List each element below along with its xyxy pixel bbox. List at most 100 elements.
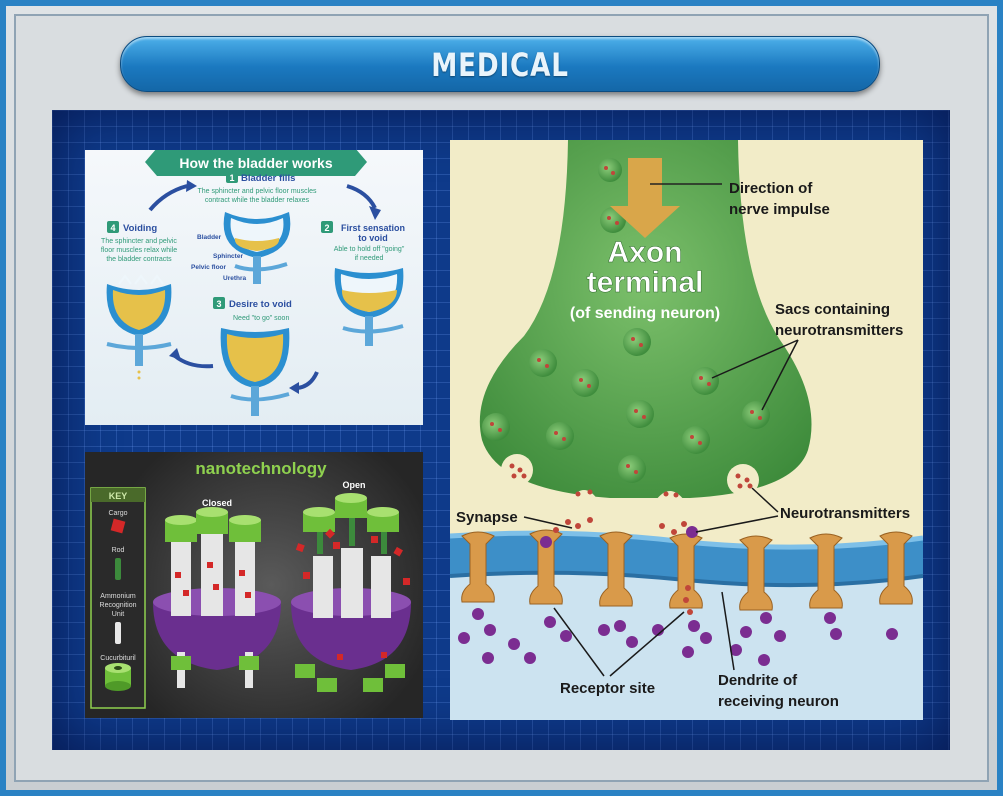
molecule-dot — [544, 616, 556, 628]
arrowhead-icon — [186, 180, 197, 192]
vesicle — [598, 158, 622, 182]
synapse-diagram: Direction of nerve impulse Axon terminal… — [450, 140, 923, 720]
step1-desc: The sphincter and pelvic floor muscles — [197, 188, 317, 195]
molecule-dot — [524, 652, 536, 664]
molecule-dot — [458, 632, 470, 644]
neurotransmitter-dot — [687, 609, 693, 615]
key-cucurbituril-label: Cucurbituril — [100, 655, 136, 662]
axon-title: terminal — [587, 266, 704, 299]
molecule-dot — [472, 608, 484, 620]
key-ammonium-label: Ammonium — [100, 593, 136, 600]
nanotech-title: nanotechnology — [195, 459, 327, 478]
dendrite-label: Dendrite of — [718, 672, 798, 689]
neurotransmitter-molecules — [458, 526, 898, 666]
cucurbituril-icon — [105, 663, 131, 691]
neurotransmitter-dot — [685, 585, 691, 591]
open-nanocontainer — [291, 493, 411, 692]
vesicle — [618, 455, 646, 483]
key-header — [91, 488, 145, 502]
key-rod-label: Rod — [112, 547, 125, 554]
vesicle — [691, 367, 719, 395]
neurotransmitters-label: Neurotransmitters — [780, 505, 910, 522]
bladder-diagram: How the bladder works 1 Bladder fills Th… — [101, 150, 405, 416]
direction-label: Direction of — [729, 180, 813, 197]
title-ribbon — [145, 150, 367, 176]
step-badge — [321, 221, 333, 233]
arrowhead-icon — [369, 206, 381, 220]
molecule-dot — [482, 652, 494, 664]
bladder-illustration-4 — [106, 274, 172, 380]
neurotransmitters-leaders — [695, 487, 779, 533]
step2-title: to void — [358, 233, 388, 243]
molecule-dot — [886, 628, 898, 640]
molecule-dot — [682, 646, 694, 658]
step4-desc: the bladder contracts — [106, 256, 172, 263]
closed-label: Closed — [202, 498, 232, 508]
molecule-dot — [774, 630, 786, 642]
molecule-dot — [730, 644, 742, 656]
step-badge — [213, 297, 225, 309]
molecule-dot — [598, 624, 610, 636]
arrow-3-to-4 — [173, 354, 214, 369]
step3-title: Desire to void — [229, 299, 292, 310]
rod-icon — [115, 558, 121, 580]
arrowhead-icon — [169, 348, 181, 360]
vesicle — [501, 454, 533, 486]
axon-subtitle: (of sending neuron) — [570, 305, 720, 322]
vesicle — [571, 369, 599, 397]
vesicles — [482, 158, 770, 500]
label-urethra: Urethra — [223, 275, 247, 282]
neurotransmitter-dot — [681, 521, 687, 527]
neurotransmitter-dot — [565, 519, 571, 525]
bladder-title: How the bladder works — [179, 155, 332, 171]
direction-label: nerve impulse — [729, 201, 830, 218]
vesicle — [626, 400, 654, 428]
molecule-dot — [758, 654, 770, 666]
vesicle — [546, 422, 574, 450]
bladder-illustration-3 — [220, 328, 290, 416]
molecule-dot — [700, 632, 712, 644]
sacs-label: Sacs containing — [775, 301, 890, 318]
neurotransmitter-dots — [553, 517, 693, 615]
step3-desc: Need "to go" soon — [233, 315, 289, 322]
bladder-illustration-2 — [334, 268, 404, 346]
axon-panel: Direction of nerve impulse Axon terminal… — [450, 140, 923, 720]
dendrite-membrane — [450, 530, 923, 720]
molecule-dot — [540, 536, 552, 548]
bladder-panel: How the bladder works 1 Bladder fills Th… — [85, 150, 423, 425]
step4-title: Voiding — [123, 223, 157, 234]
step-badge — [107, 221, 119, 233]
leader-line — [721, 591, 735, 671]
step-number: 2 — [324, 223, 329, 233]
arrowhead-icon — [289, 382, 299, 394]
key-cargo-label: Cargo — [108, 510, 127, 517]
vesicle — [727, 464, 759, 496]
step1-title: Bladder fills — [241, 173, 295, 184]
molecule-dot — [614, 620, 626, 632]
molecule-dot — [830, 628, 842, 640]
step2-desc: Able to hold off "going" — [334, 246, 405, 253]
step-number: 1 — [229, 173, 234, 183]
molecule-dot — [508, 638, 520, 650]
step-number: 3 — [216, 299, 221, 309]
receptor — [809, 533, 843, 609]
nanotech-diagram: nanotechnology KEY Cargo Rod Ammonium Re… — [90, 459, 411, 709]
arrow-4-to-1 — [148, 184, 188, 212]
step-number: 4 — [110, 223, 115, 233]
vesicle — [623, 328, 651, 356]
vesicle — [742, 401, 770, 429]
recognition-unit-icon — [115, 622, 121, 644]
vesicle — [529, 349, 557, 377]
closed-nanocontainer — [153, 507, 281, 688]
open-label: Open — [342, 480, 365, 490]
step1-desc: contract while the bladder relaxes — [205, 197, 310, 204]
label-bladder: Bladder — [197, 234, 222, 241]
molecule-dot — [560, 630, 572, 642]
key-title: KEY — [109, 491, 128, 501]
step4-desc: floor muscles relax while — [101, 247, 177, 254]
label-pelvic-floor: Pelvic floor — [191, 264, 227, 271]
step-badge — [226, 171, 238, 183]
molecule-dot — [626, 636, 638, 648]
dendrite-label: receiving neuron — [718, 693, 839, 710]
bladder-illustration-1 — [223, 212, 291, 284]
